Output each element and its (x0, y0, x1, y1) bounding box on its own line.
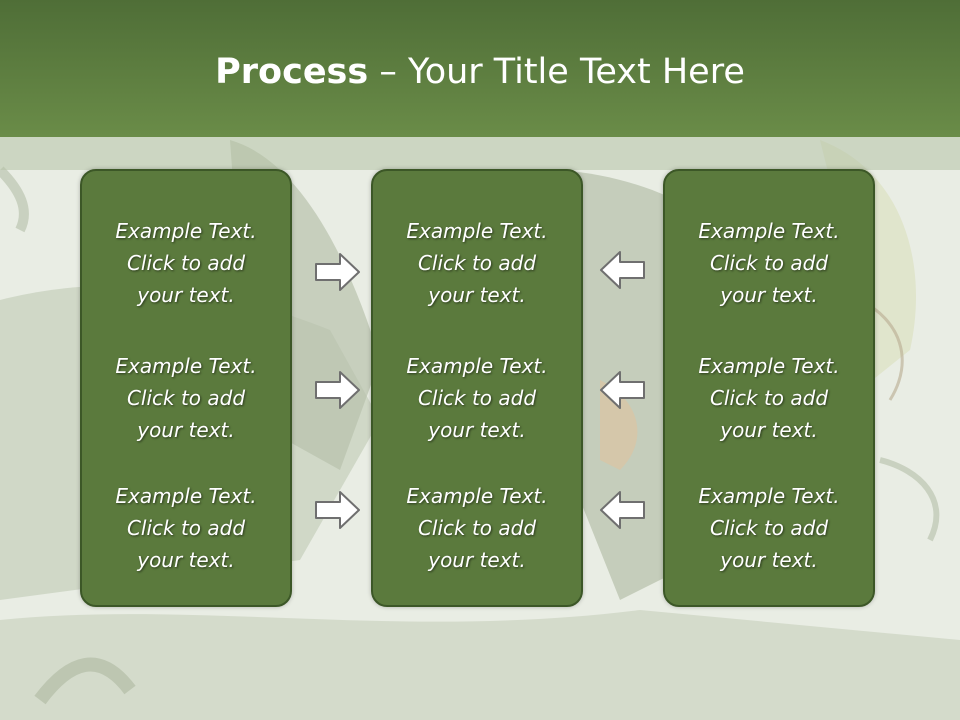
text-line: your text. (720, 283, 818, 307)
text-line: your text. (137, 283, 235, 307)
text-line: Example Text. (698, 354, 840, 378)
text-line: Example Text. (115, 219, 257, 243)
text-line: Click to add (709, 516, 829, 540)
left-arrow-icon (600, 491, 645, 529)
text-line: Click to add (417, 386, 537, 410)
page-title[interactable]: Process – Your Title Text Here (0, 52, 960, 92)
text-block[interactable]: Example Text. Click to add your text. (665, 215, 873, 311)
text-line: your text. (428, 283, 526, 307)
title-bar (0, 0, 960, 137)
right-arrow-icon (315, 371, 360, 409)
text-line: your text. (428, 418, 526, 442)
process-box-center[interactable]: Example Text. Click to add your text. Ex… (371, 169, 583, 607)
text-line: Click to add (126, 386, 246, 410)
text-line: Example Text. (406, 484, 548, 508)
title-bold: Process (215, 52, 369, 92)
text-line: Click to add (709, 386, 829, 410)
process-box-right[interactable]: Example Text. Click to add your text. Ex… (663, 169, 875, 607)
text-line: Click to add (126, 516, 246, 540)
text-line: your text. (137, 548, 235, 572)
left-arrow-icon (600, 371, 645, 409)
title-rest: – Your Title Text Here (368, 52, 745, 92)
text-block[interactable]: Example Text. Click to add your text. (373, 480, 581, 576)
text-line: Example Text. (115, 354, 257, 378)
text-block[interactable]: Example Text. Click to add your text. (82, 215, 290, 311)
text-line: your text. (720, 418, 818, 442)
text-line: Example Text. (115, 484, 257, 508)
text-line: Click to add (417, 516, 537, 540)
text-line: Click to add (709, 251, 829, 275)
text-block[interactable]: Example Text. Click to add your text. (373, 350, 581, 446)
text-block[interactable]: Example Text. Click to add your text. (373, 215, 581, 311)
right-arrow-icon (315, 491, 360, 529)
right-arrow-icon (315, 253, 360, 291)
process-box-left[interactable]: Example Text. Click to add your text. Ex… (80, 169, 292, 607)
text-line: your text. (428, 548, 526, 572)
text-line: your text. (720, 548, 818, 572)
text-block[interactable]: Example Text. Click to add your text. (82, 480, 290, 576)
text-block[interactable]: Example Text. Click to add your text. (665, 350, 873, 446)
text-block[interactable]: Example Text. Click to add your text. (82, 350, 290, 446)
text-block[interactable]: Example Text. Click to add your text. (665, 480, 873, 576)
text-line: Example Text. (698, 219, 840, 243)
header-band (0, 137, 960, 170)
text-line: Click to add (417, 251, 537, 275)
text-line: Click to add (126, 251, 246, 275)
text-line: Example Text. (406, 219, 548, 243)
text-line: Example Text. (406, 354, 548, 378)
left-arrow-icon (600, 251, 645, 289)
text-line: your text. (137, 418, 235, 442)
text-line: Example Text. (698, 484, 840, 508)
